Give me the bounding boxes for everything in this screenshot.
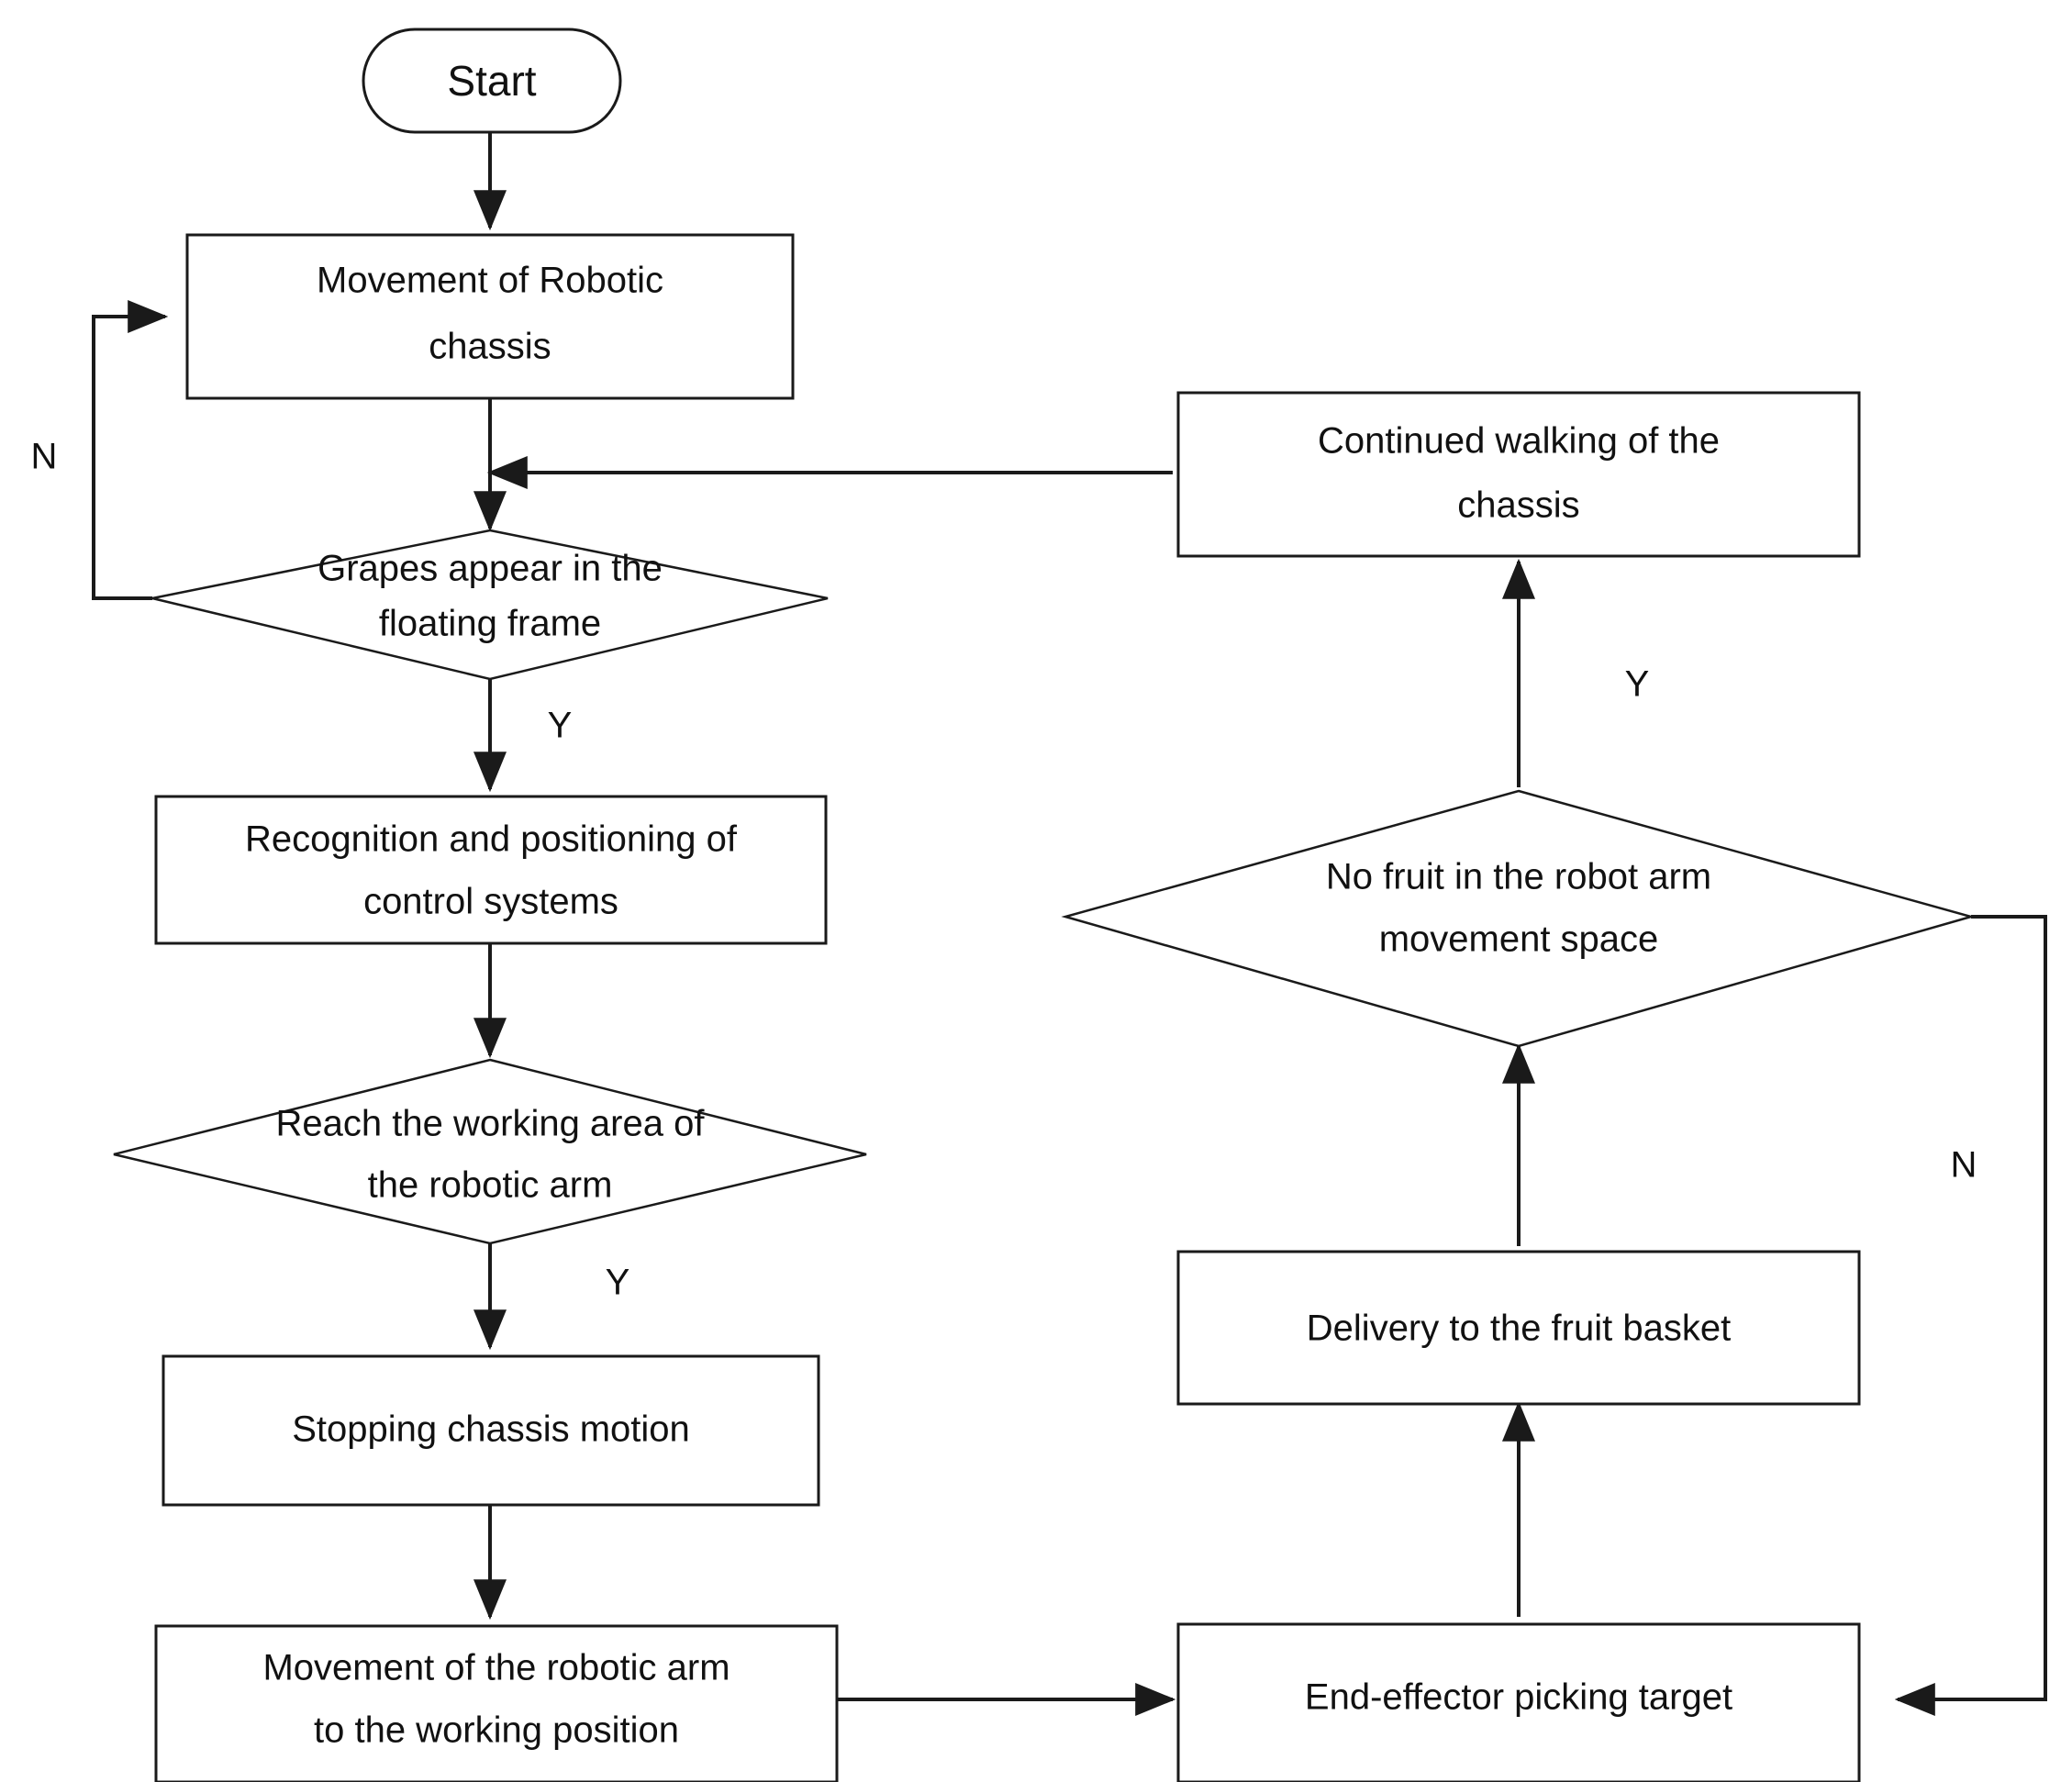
edge-no-fruit-no-loop xyxy=(1894,915,2047,1716)
start-shape xyxy=(362,28,622,134)
recognition-shape xyxy=(154,795,828,945)
recognition-line1: Recognition and positioning of xyxy=(245,819,738,860)
branch-label-reach-yes: Y xyxy=(606,1263,630,1303)
no-fruit-check-line1: No fruit in the robot arm xyxy=(1326,857,1711,897)
grapes-check-shape xyxy=(151,529,829,681)
end-effector-line1: End-effector picking target xyxy=(1305,1677,1732,1718)
chassis-movement-line2: chassis xyxy=(429,327,551,367)
delivery-line1: Delivery to the fruit basket xyxy=(1307,1309,1731,1349)
arm-movement-shape xyxy=(154,1624,839,1782)
branch-label-grapes-yes: Y xyxy=(548,706,573,746)
arm-movement-line1: Movement of the robotic arm xyxy=(262,1648,730,1688)
node-grapes-check[interactable]: Grapes appear in the floating frame xyxy=(151,529,829,681)
arm-movement-line2: to the working position xyxy=(314,1710,679,1751)
node-start[interactable]: Start xyxy=(362,28,622,134)
reach-area-line1: Reach the working area of xyxy=(276,1104,706,1144)
node-continued-walking[interactable]: Continued walking of the chassis xyxy=(1176,391,1861,558)
reach-area-shape xyxy=(113,1058,867,1245)
no-fruit-check-shape xyxy=(1061,789,1976,1048)
branch-label-grapes-no: N xyxy=(31,437,58,477)
delivery-shape xyxy=(1176,1250,1861,1406)
node-reach-area[interactable]: Reach the working area of the robotic ar… xyxy=(113,1058,867,1245)
node-stop-chassis[interactable]: Stopping chassis motion xyxy=(162,1354,820,1507)
branch-label-no-fruit-yes: Y xyxy=(1625,664,1650,705)
grapes-check-line2: floating frame xyxy=(379,604,601,644)
start-label: Start xyxy=(447,57,536,105)
node-end-effector[interactable]: End-effector picking target xyxy=(1176,1622,1861,1782)
continued-walking-line2: chassis xyxy=(1457,485,1579,526)
no-fruit-check-line2: movement space xyxy=(1379,919,1659,960)
reach-area-line2: the robotic arm xyxy=(368,1165,613,1206)
chassis-movement-line1: Movement of Robotic xyxy=(317,261,663,301)
continued-walking-line1: Continued walking of the xyxy=(1318,421,1720,462)
grapes-check-line1: Grapes appear in the xyxy=(317,549,663,589)
node-recognition[interactable]: Recognition and positioning of control s… xyxy=(154,795,828,945)
node-no-fruit-check[interactable]: No fruit in the robot arm movement space xyxy=(1061,789,1976,1048)
chassis-movement-shape xyxy=(185,233,795,400)
continued-walking-shape xyxy=(1176,391,1861,558)
node-delivery[interactable]: Delivery to the fruit basket xyxy=(1176,1250,1861,1406)
stop-chassis-line1: Stopping chassis motion xyxy=(292,1409,690,1450)
edge-grapes-no-loop xyxy=(92,300,169,600)
stop-chassis-shape xyxy=(162,1354,820,1507)
recognition-line2: control systems xyxy=(363,882,618,922)
end-effector-shape xyxy=(1176,1622,1861,1782)
node-chassis-movement[interactable]: Movement of Robotic chassis xyxy=(185,233,795,400)
node-arm-movement[interactable]: Movement of the robotic arm to the worki… xyxy=(154,1624,839,1782)
branch-label-no-fruit-no: N xyxy=(1951,1145,1977,1186)
